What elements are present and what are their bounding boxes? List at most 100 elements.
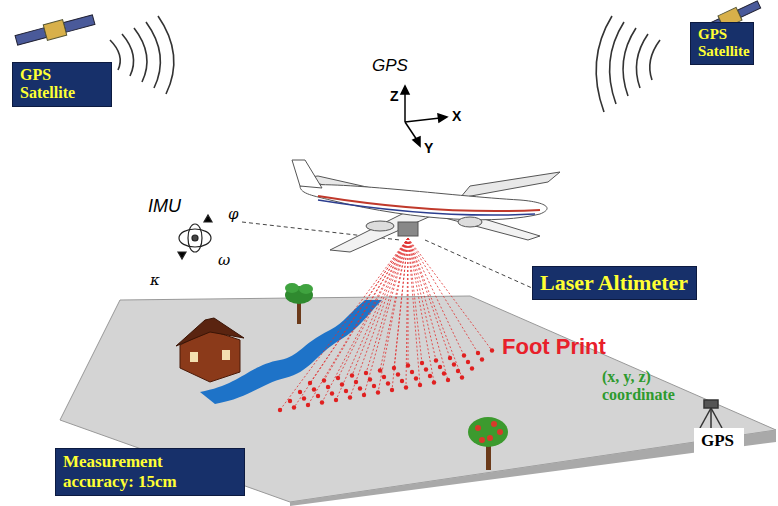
footprint-dot <box>414 376 418 380</box>
footprint-dot <box>372 384 376 388</box>
gps-station-box: GPS <box>694 428 744 456</box>
box-text: GPS Satellite <box>698 26 746 61</box>
footprint-dot <box>362 393 366 397</box>
footprint-dot <box>358 386 362 390</box>
footprint-dot <box>462 353 466 357</box>
footprint-dot <box>428 374 432 378</box>
footprint-dot <box>382 375 386 379</box>
footprint-dot <box>406 363 410 367</box>
footprint-dot <box>298 390 302 394</box>
laser-beam <box>408 238 448 380</box>
footprint-dot <box>288 399 292 403</box>
footprint-dot <box>350 373 354 377</box>
footprint-dots <box>278 348 494 412</box>
imu-gyro <box>178 215 212 259</box>
laser-beam <box>294 238 408 408</box>
laser-beam <box>408 238 422 363</box>
footprint-dot <box>376 390 380 394</box>
footprint-dot <box>308 381 312 385</box>
footprint-dot <box>442 371 446 375</box>
ground-edge <box>290 430 776 506</box>
axis-label: Y <box>424 140 433 156</box>
footprint-dot <box>322 378 326 382</box>
footprint-dot <box>400 379 404 383</box>
footprint-dot <box>364 371 368 375</box>
footprint-dot <box>476 351 480 355</box>
footprint-dot <box>326 385 330 389</box>
coordinate-label: (x, y, z) coordinate <box>602 368 692 405</box>
axis-label: Z <box>390 88 399 104</box>
laser-beam <box>380 238 408 371</box>
laser-beam <box>352 238 408 376</box>
laser-beam <box>408 238 436 361</box>
footprint-dot <box>480 357 484 361</box>
laser-beam <box>408 238 462 378</box>
tree <box>468 417 508 470</box>
footprint-dot <box>432 380 436 384</box>
signal-waves <box>110 16 660 112</box>
footprint-dot <box>330 391 334 395</box>
footprint-dot <box>348 395 352 399</box>
angle-label: κ <box>150 272 160 289</box>
footprint-dot <box>336 376 340 380</box>
footprint-dot <box>470 366 474 370</box>
footprint-dot <box>466 360 470 364</box>
laser-beam <box>350 238 408 398</box>
footprint-dot <box>490 348 494 352</box>
footprint-dot <box>302 396 306 400</box>
footprint-dot <box>456 369 460 373</box>
footprint-dot <box>312 387 316 391</box>
footprint-label: Foot Print <box>502 334 606 359</box>
laser-beam <box>366 238 408 373</box>
laser-beam <box>394 238 408 368</box>
laser-beam <box>408 238 478 353</box>
accuracy-box: Measurement accuracy: 15cm <box>55 448 245 496</box>
footprint-dot <box>320 400 324 404</box>
gps-label: GPS <box>372 56 408 76</box>
axes <box>401 86 447 146</box>
footprint-dot <box>354 380 358 384</box>
laser-beam <box>408 238 464 356</box>
laser-beam <box>408 238 492 351</box>
laser-beam <box>324 238 408 381</box>
footprint-dot <box>420 361 424 365</box>
footprint-dot <box>390 388 394 392</box>
axis-label: X <box>452 108 461 124</box>
imu-label: IMU <box>148 196 181 217</box>
footprint-dot <box>368 377 372 381</box>
gps-satellite-box: GPS Satellite <box>690 22 754 65</box>
box-text: Measurement accuracy: 15cm <box>63 452 237 491</box>
footprint-dot <box>386 381 390 385</box>
airplane <box>292 160 560 252</box>
footprint-dot <box>460 375 464 379</box>
laser-altimeter-box: Laser Altimeter <box>532 266 697 300</box>
footprint-dot <box>306 403 310 407</box>
box-text: Laser Altimeter <box>540 270 689 295</box>
footprint-dot <box>434 358 438 362</box>
gps-tripod <box>700 400 722 430</box>
footprint-dot <box>378 368 382 372</box>
footprint-dot <box>316 394 320 398</box>
footprint-dot <box>418 383 422 387</box>
footprint-dot <box>446 378 450 382</box>
laser-beam <box>392 238 408 390</box>
gps-satellite-box: GPS Satellite <box>12 62 112 107</box>
box-text: GPS Satellite <box>20 66 104 103</box>
footprint-dot <box>344 389 348 393</box>
laser-beam <box>308 238 408 405</box>
river <box>200 300 382 404</box>
footprint-dot <box>438 365 442 369</box>
footprint-dot <box>334 398 338 402</box>
laser-beam <box>280 238 408 410</box>
laser-beam <box>336 238 408 400</box>
footprint-dot <box>452 362 456 366</box>
footprint-dot <box>448 356 452 360</box>
footprint-dot <box>292 405 296 409</box>
house <box>176 318 244 382</box>
laser-beam <box>364 238 408 395</box>
laser-beam <box>408 238 450 358</box>
laser-beam <box>338 238 408 378</box>
laser-beam <box>378 238 408 393</box>
laser-beam <box>322 238 408 403</box>
